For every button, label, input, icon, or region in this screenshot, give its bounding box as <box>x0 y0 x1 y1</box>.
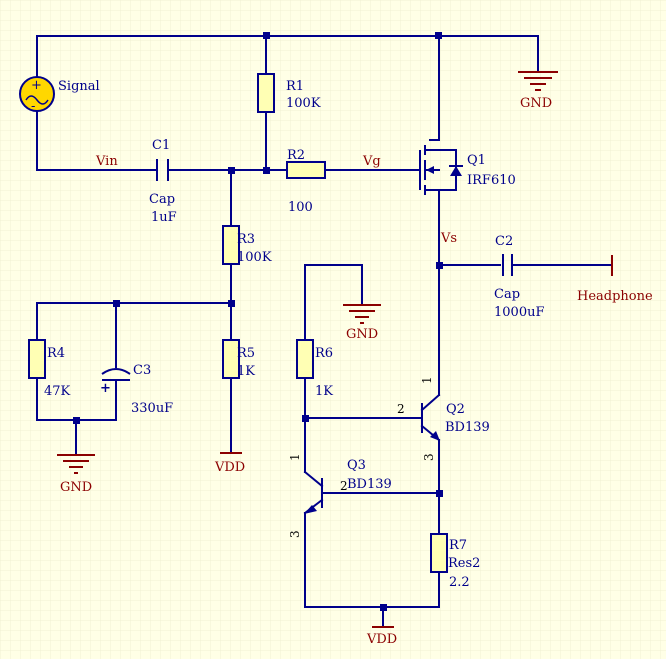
r6-ref: R6 <box>315 346 333 361</box>
r7-body[interactable] <box>430 533 448 573</box>
r2-body[interactable] <box>286 161 326 179</box>
q2-part: BD139 <box>445 420 490 435</box>
svg-text:+: + <box>100 381 111 396</box>
r1-value: 100K <box>286 96 321 111</box>
r3-value: 100K <box>237 250 272 265</box>
c1-ref: C1 <box>152 138 170 153</box>
q2-pin-emitter: 3 <box>422 453 436 461</box>
r5-ref: R5 <box>237 346 255 361</box>
r5-body[interactable] <box>222 339 240 379</box>
c3-value: 330uF <box>131 401 173 416</box>
gnd-label-mid: GND <box>346 327 378 342</box>
q2-pin-collector: 1 <box>420 376 434 384</box>
net-vg-label: Vg <box>362 154 381 169</box>
c3-symbol[interactable]: + <box>100 368 131 396</box>
q2-pin-base: 2 <box>397 402 405 416</box>
c2-symbol[interactable] <box>502 254 513 276</box>
c1-value: 1uF <box>151 210 177 225</box>
c1-symbol[interactable] <box>151 159 175 181</box>
q1-ref: Q1 <box>467 153 486 168</box>
q3-ref: Q3 <box>347 458 366 473</box>
r4-ref: R4 <box>47 346 65 361</box>
r3-body[interactable] <box>222 225 240 265</box>
junctions <box>73 32 443 611</box>
gnd-label-top: GND <box>520 96 552 111</box>
r4-value: 47K <box>44 384 71 399</box>
r6-body[interactable] <box>296 339 314 379</box>
gnd-symbol-top <box>518 35 558 91</box>
r1-body[interactable] <box>257 73 275 113</box>
net-vs-label: Vs <box>440 231 457 246</box>
r5-value: 1K <box>237 364 255 379</box>
r7-value: 2.2 <box>449 575 470 590</box>
q1-mosfet[interactable] <box>405 145 463 195</box>
c3-ref: C3 <box>133 363 151 378</box>
r7-ref: R7 <box>449 538 467 553</box>
q3-pin-emitter: 3 <box>288 530 302 538</box>
svg-text:+: + <box>31 78 42 93</box>
q2-ref: Q2 <box>446 402 465 417</box>
c2-value: 1000uF <box>494 305 544 320</box>
q3-part: BD139 <box>347 477 392 492</box>
net-vin-label: Vin <box>95 154 118 169</box>
gnd-symbol-left <box>57 454 95 474</box>
q2-bjt[interactable] <box>420 393 441 442</box>
q1-part: IRF610 <box>467 173 516 188</box>
q3-pin-base: 2 <box>340 479 348 493</box>
signal-source[interactable]: + - <box>19 76 55 114</box>
c1-type: Cap <box>149 192 175 207</box>
wires <box>36 35 613 627</box>
r3-ref: R3 <box>237 232 255 247</box>
r6-value: 1K <box>315 384 333 399</box>
r2-value: 100 <box>288 200 313 215</box>
vdd-label-bottom: VDD <box>366 632 397 647</box>
r2-ref: R2 <box>287 148 305 163</box>
c2-ref: C2 <box>495 234 513 249</box>
signal-label: Signal <box>58 79 100 94</box>
c2-type: Cap <box>494 287 520 302</box>
gnd-symbol-mid <box>343 304 381 324</box>
q3-pin-collector: 1 <box>288 453 302 461</box>
gnd-label-left: GND <box>60 480 92 495</box>
vdd-label-r5: VDD <box>214 460 245 475</box>
r7-type: Res2 <box>448 556 480 571</box>
svg-text:-: - <box>31 99 35 114</box>
r1-ref: R1 <box>286 79 304 94</box>
r4-body[interactable] <box>28 339 46 379</box>
headphone-label: Headphone <box>577 289 653 304</box>
q3-bjt[interactable] <box>303 470 324 515</box>
